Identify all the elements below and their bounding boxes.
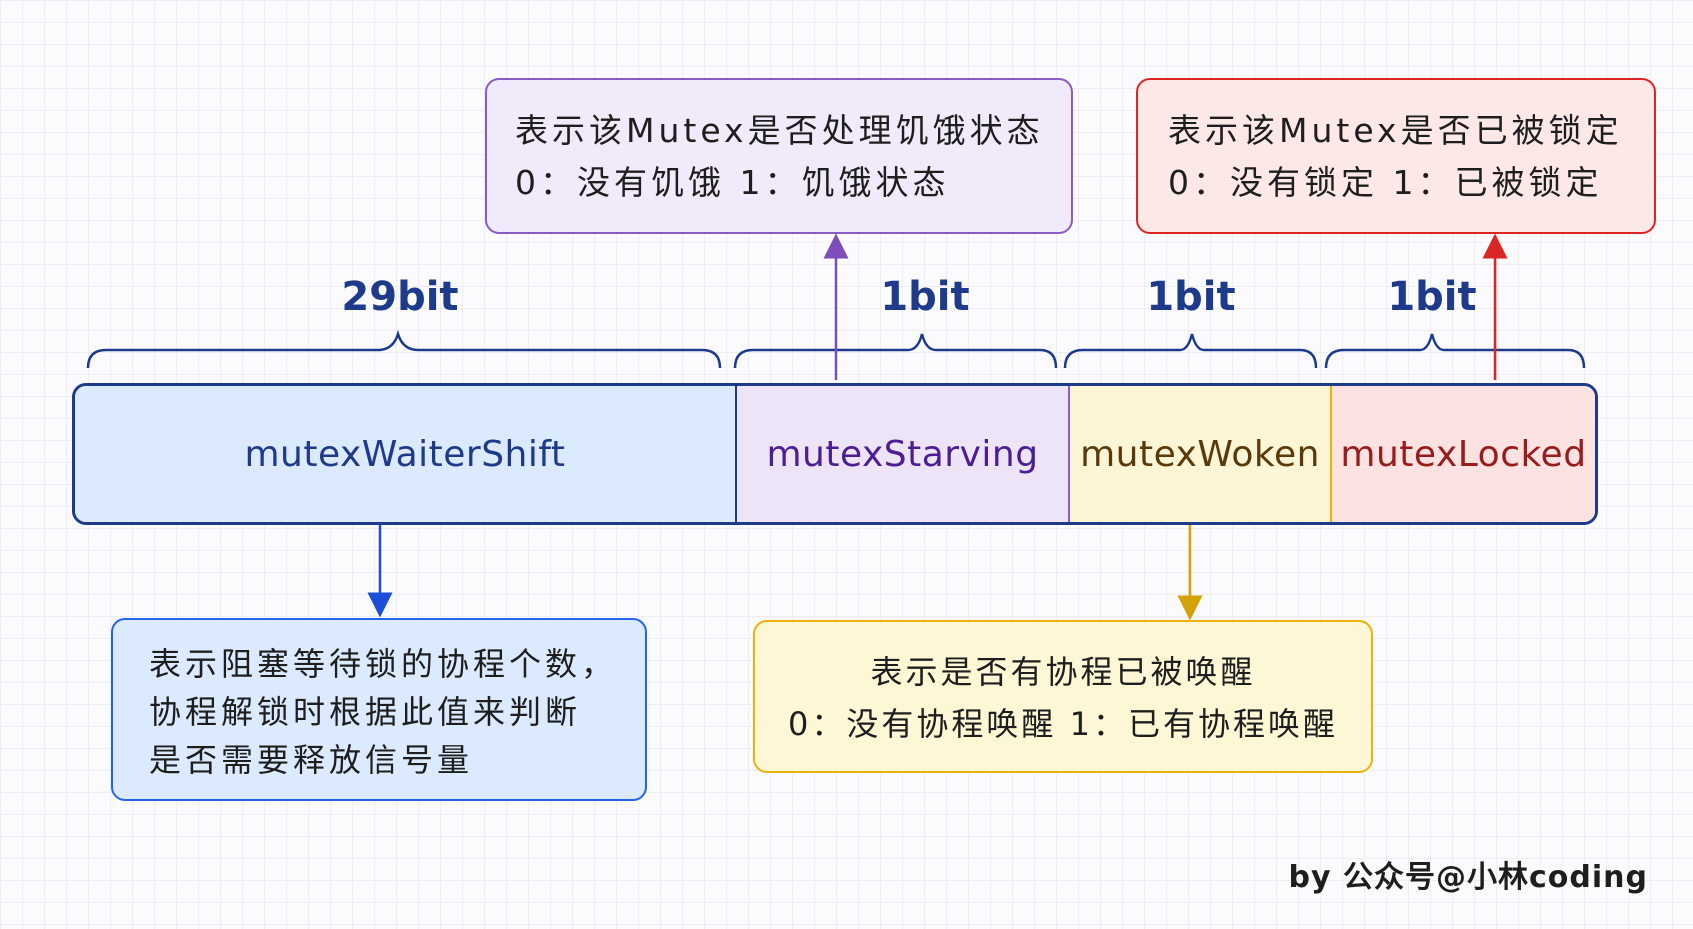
- note-locked-line-1: 表示该Mutex是否已被锁定: [1168, 111, 1623, 150]
- bit-label-locked: 1bit: [1387, 274, 1477, 320]
- note-starving-line-2: 0：没有饥饿 1：饥饿状态: [515, 163, 950, 202]
- note-waiter-line-1: 表示阻塞等待锁的协程个数，: [149, 645, 618, 683]
- field-mutex-woken: mutexWoken: [1070, 386, 1332, 522]
- field-mutex-starving: mutexStarving: [737, 386, 1070, 522]
- brace-starving: [733, 333, 1058, 369]
- bit-label-29: 29bit: [341, 274, 459, 320]
- note-woken-line-2: 0：没有协程唤醒 1：已有协程唤醒: [788, 705, 1338, 743]
- bit-label-starving: 1bit: [880, 274, 970, 320]
- brace-locked: [1324, 333, 1586, 369]
- note-locked: 表示该Mutex是否已被锁定 0：没有锁定 1：已被锁定: [1136, 78, 1656, 234]
- note-waiter: 表示阻塞等待锁的协程个数， 协程解锁时根据此值来判断 是否需要释放信号量: [111, 618, 647, 801]
- note-woken-line-1: 表示是否有协程已被唤醒: [870, 653, 1256, 691]
- note-waiter-line-2: 协程解锁时根据此值来判断: [149, 693, 582, 731]
- note-waiter-line-3: 是否需要释放信号量: [149, 741, 474, 779]
- bit-field-row: mutexWaiterShift mutexStarving mutexWoke…: [72, 383, 1598, 525]
- note-starving: 表示该Mutex是否处理饥饿状态 0：没有饥饿 1：饥饿状态: [485, 78, 1073, 234]
- credit-text: by 公众号@小林coding: [1288, 860, 1648, 895]
- brace-woken: [1063, 333, 1318, 369]
- brace-29bit: [86, 329, 722, 369]
- note-woken: 表示是否有协程已被唤醒 0：没有协程唤醒 1：已有协程唤醒: [753, 620, 1373, 773]
- field-mutex-locked: mutexLocked: [1332, 386, 1595, 522]
- note-starving-line-1: 表示该Mutex是否处理饥饿状态: [515, 111, 1044, 150]
- note-locked-line-2: 0：没有锁定 1：已被锁定: [1168, 163, 1603, 202]
- bit-label-woken: 1bit: [1146, 274, 1236, 320]
- field-mutex-waiter-shift: mutexWaiterShift: [75, 386, 737, 522]
